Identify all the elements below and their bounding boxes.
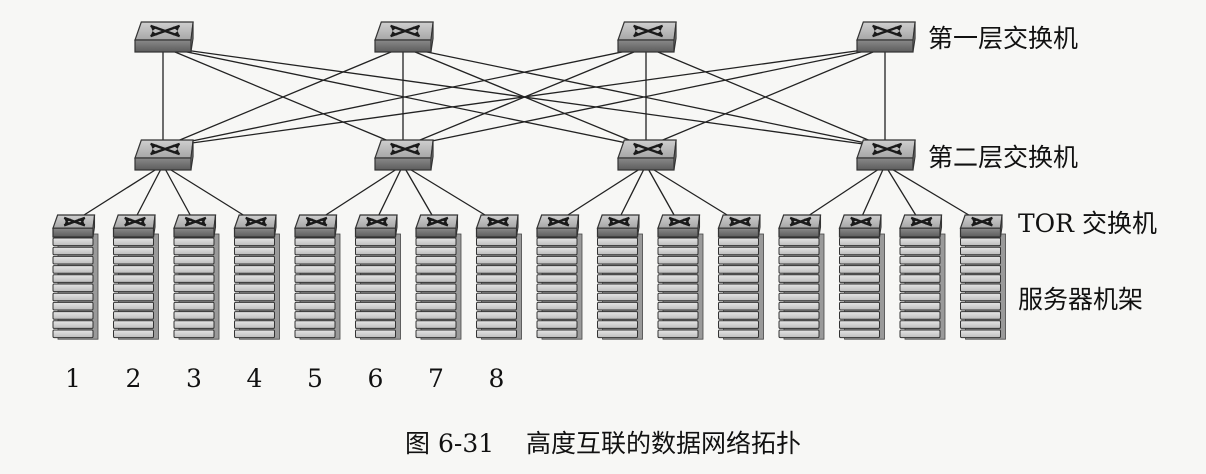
link-l2-1-tor-1 [72,164,164,223]
figure-caption: 图 6-31 高度互联的数据网络拓扑 [405,429,801,458]
layer2-switch-1 [134,139,194,171]
tor-switch-3 [173,214,217,238]
tor-switch-5 [294,214,338,238]
switches-group [52,21,1003,238]
tor-switch-10 [596,214,640,238]
link-l2-4-tor-15 [884,164,921,223]
link-l2-4-tor-16 [884,164,981,223]
server-rack-15 [899,233,946,340]
layer2-switch-2 [374,139,434,171]
rack-number-2: 2 [126,364,142,393]
rack-label: 服务器机架 [1018,285,1143,314]
server-rack-4 [234,233,280,340]
tor-switch-7 [415,214,459,238]
server-rack-7 [415,233,462,340]
rack-number-7: 7 [428,364,444,393]
rack-number-3: 3 [186,364,202,393]
links-group [72,46,981,223]
link-l2-2-tor-8 [402,164,497,223]
tor-switch-2 [112,214,156,238]
rack-number-5: 5 [307,364,323,393]
link-l2-2-tor-6 [374,164,404,223]
link-l1-4-l2-3 [645,46,886,148]
layer1-switch-1 [134,21,194,53]
link-l2-1-tor-4 [162,164,255,223]
server-rack-14 [839,233,885,340]
tor-switch-15 [899,214,943,238]
tor-switch-13 [778,214,822,238]
server-rack-16 [960,233,1006,340]
server-rack-11 [657,233,704,340]
server-rack-1 [52,233,99,340]
server-rack-8 [476,233,522,340]
link-l2-2-tor-7 [402,164,437,223]
rack-number-1: 1 [65,364,81,393]
server-rack-2 [113,233,159,340]
tor-switch-11 [657,214,701,238]
layer1-label: 第一层交换机 [928,24,1078,53]
rack-number-6: 6 [368,364,384,393]
link-l1-2-l2-1 [162,46,404,148]
server-rack-9 [536,233,583,340]
link-l2-3-tor-9 [556,164,647,223]
link-l2-4-tor-14 [858,164,886,223]
link-l2-3-tor-12 [645,164,739,223]
link-l1-4-l2-1 [162,46,886,148]
layer2-label: 第二层交换机 [928,143,1078,172]
link-l2-3-tor-10 [616,164,647,223]
tor-switch-4 [233,214,277,238]
layer2-switch-4 [856,139,916,171]
link-l2-2-tor-5 [314,164,404,223]
link-l2-3-tor-11 [645,164,679,223]
tor-switch-6 [354,214,398,238]
tor-switch-12 [717,214,761,238]
racks-group [52,233,1006,340]
layer2-switch-3 [617,139,677,171]
server-rack-13 [778,233,825,340]
tor-switch-14 [838,214,882,238]
tor-switch-1 [52,214,96,238]
rack-number-8: 8 [489,364,505,393]
link-l2-1-tor-2 [132,164,164,223]
tor-label: TOR 交换机 [1018,209,1157,238]
link-l1-4-l2-2 [402,46,886,148]
tor-switch-16 [959,214,1003,238]
layer1-switch-4 [856,21,916,53]
link-l1-3-l2-1 [162,46,647,148]
server-rack-6 [355,233,401,340]
rack-number-4: 4 [247,364,263,393]
tor-switch-9 [536,214,580,238]
link-l2-1-tor-3 [162,164,195,223]
server-rack-5 [294,233,341,340]
rack-numbers-group: 1 2 3 4 5 6 7 8 [65,364,504,393]
server-rack-12 [718,233,764,340]
layer1-switch-3 [617,21,677,53]
layer1-switch-2 [374,21,434,53]
server-rack-3 [173,233,220,340]
tor-switch-8 [475,214,519,238]
labels-group: 第一层交换机 第二层交换机 TOR 交换机 服务器机架 图 6-31 高度互联的… [405,24,1157,458]
link-l2-4-tor-13 [798,164,886,223]
server-rack-10 [597,233,643,340]
